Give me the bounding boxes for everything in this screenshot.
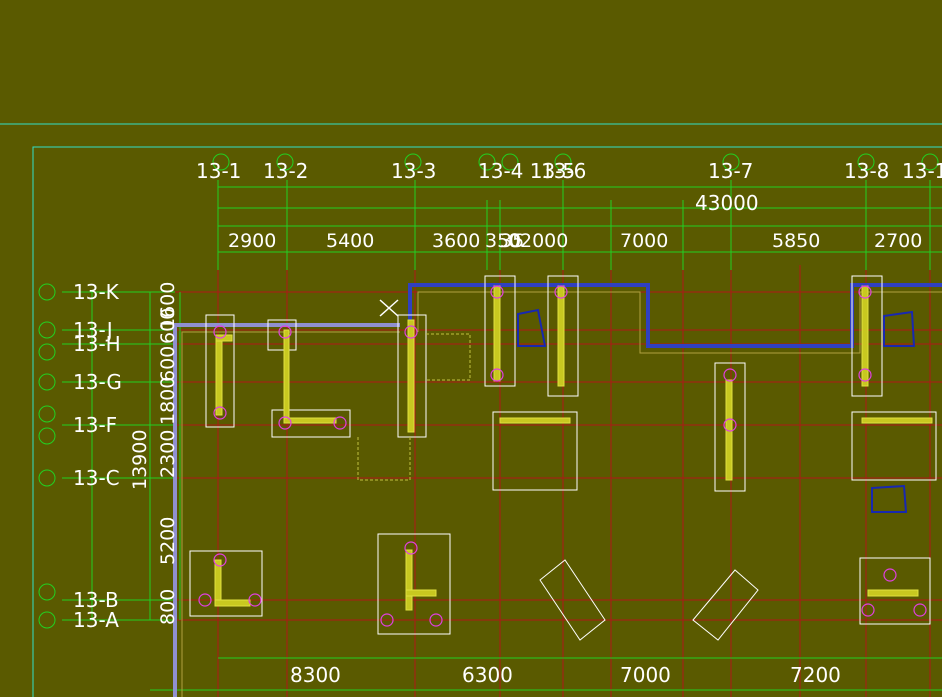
opening-blocks [517, 308, 916, 513]
top-dim-2000: 2000 [520, 230, 568, 252]
axis-label-13-G: 13-G [73, 370, 122, 394]
left-dim-600b: 600 [157, 346, 179, 382]
axis-label-13-4-5: 13-4 13-5 [478, 159, 575, 183]
axis-label-13-K: 13-K [73, 280, 120, 304]
top-dim-2700: 2700 [874, 230, 922, 252]
axis-label-13-6: 13-6 [541, 159, 586, 183]
top-dim-overlap-35: 35 [500, 230, 524, 252]
axis-label-13-7: 13-7 [708, 159, 753, 183]
axis-label-13-3: 13-3 [391, 159, 436, 183]
top-total-dimension: 43000 [695, 191, 759, 215]
top-dim-2900: 2900 [228, 230, 276, 252]
axis-label-13-J: 13-J [73, 318, 113, 342]
column-frames [189, 275, 937, 641]
left-dim-1800: 1800 [157, 377, 179, 425]
left-dim-5200: 5200 [157, 517, 179, 565]
top-dim-5850: 5850 [772, 230, 820, 252]
left-total-dimension: 13900 [129, 430, 151, 490]
top-axis-bubbles [212, 153, 939, 171]
top-dim-overlap-0: 0 [508, 230, 520, 252]
top-dim-350: 350 [485, 230, 521, 252]
bottom-dimension-lines [150, 657, 942, 691]
axis-label-13-1: 13-1 [196, 159, 241, 183]
axis-label-13-C: 13-C [73, 466, 120, 490]
drawing-frame [32, 146, 942, 697]
top-dimension-lines [217, 180, 942, 270]
bottom-dim-6300: 6300 [462, 663, 513, 687]
internal-partition [357, 333, 471, 481]
left-axis-bubbles [38, 283, 56, 629]
left-dim-1600: 1600 [157, 282, 179, 330]
section-markers [198, 285, 927, 627]
cursor-crosshair [379, 299, 399, 317]
axis-label-13-1b: 13-1 [902, 159, 942, 183]
top-dim-5400: 5400 [326, 230, 374, 252]
top-dim-3600: 3600 [432, 230, 480, 252]
axis-label-13-H: 13-H [73, 332, 121, 356]
left-dimension-lines [62, 291, 181, 621]
bottom-dim-8300: 8300 [290, 663, 341, 687]
axis-label-13-F: 13-F [73, 413, 117, 437]
left-dim-2300: 2300 [157, 430, 179, 478]
axis-label-13-B: 13-B [73, 588, 119, 612]
top-dim-7000: 7000 [620, 230, 668, 252]
left-dim-800: 800 [157, 589, 179, 625]
bottom-dim-7200: 7200 [790, 663, 841, 687]
axis-label-13-2: 13-2 [263, 159, 308, 183]
axis-label-13-8: 13-8 [844, 159, 889, 183]
bottom-dim-7000: 7000 [620, 663, 671, 687]
column-cores [214, 285, 933, 611]
axis-label-13-A: 13-A [73, 608, 119, 632]
left-dim-600a: 600 [157, 308, 179, 344]
